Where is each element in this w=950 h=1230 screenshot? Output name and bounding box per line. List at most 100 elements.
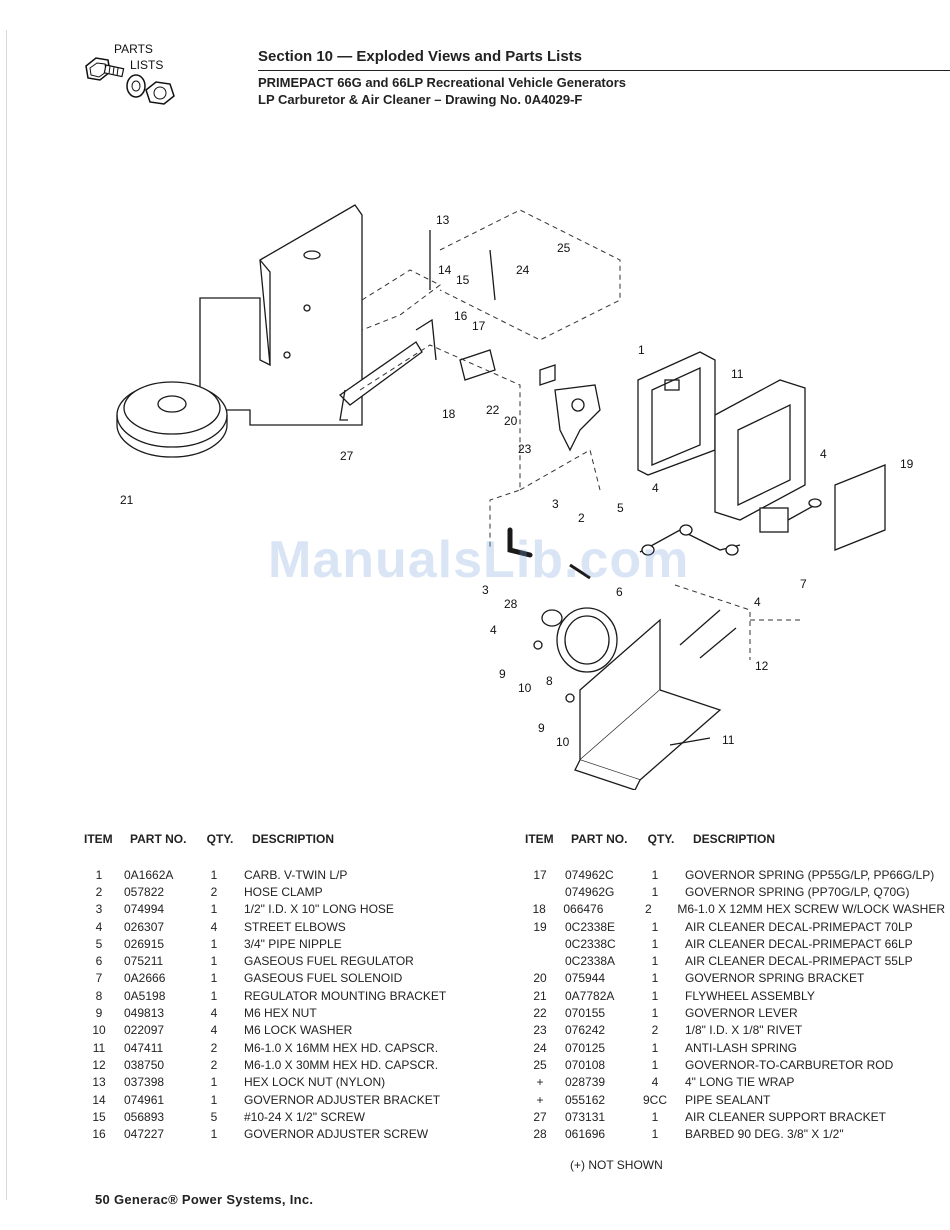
part-number-cell: 0A7782A xyxy=(565,988,615,1003)
item-cell: 5 xyxy=(95,936,103,951)
callout-3-top: 3 xyxy=(552,497,559,511)
item-cell: 8 xyxy=(95,988,103,1003)
table-row: 5 026915 1 3/4" PIPE NIPPLE xyxy=(84,935,514,952)
part-number-cell: 047227 xyxy=(124,1127,165,1142)
part-number-cell: 037398 xyxy=(124,1075,165,1090)
callout-11-low: 11 xyxy=(722,733,735,747)
diagram-callouts: 13 14 15 16 17 24 25 1 11 22 20 23 18 27… xyxy=(120,213,914,749)
header-description: DESCRIPTION xyxy=(252,832,335,846)
description-cell: 3/4" PIPE NIPPLE xyxy=(244,936,342,951)
watermark: ManualsLib.com xyxy=(268,531,690,589)
qty-cell: 4 xyxy=(210,1006,218,1021)
part-number-cell: 061696 xyxy=(565,1127,606,1142)
part-number-cell: 038750 xyxy=(124,1057,165,1072)
description-cell: REGULATOR MOUNTING BRACKET xyxy=(244,988,447,1003)
callout-9-top: 9 xyxy=(499,667,506,681)
qty-cell: 2 xyxy=(210,1040,218,1055)
description-cell: AIR CLEANER DECAL-PRIMEPACT 70LP xyxy=(685,919,913,934)
item-cell: 18 xyxy=(532,902,546,917)
item-cell: 1 xyxy=(95,867,103,882)
table-header: ITEM PART NO. QTY. DESCRIPTION xyxy=(525,832,945,848)
item-cell: 27 xyxy=(533,1109,547,1124)
description-cell: GASEOUS FUEL REGULATOR xyxy=(244,954,414,969)
qty-cell: 1 xyxy=(651,1006,659,1021)
qty-cell: 2 xyxy=(645,902,652,917)
part-number-cell: 0C2338C xyxy=(565,936,616,951)
callout-19: 19 xyxy=(900,457,914,471)
callout-15: 15 xyxy=(456,273,470,287)
callout-4-right: 4 xyxy=(754,595,761,609)
part-number-cell: 026915 xyxy=(124,936,165,951)
callout-5: 5 xyxy=(617,501,624,515)
logo-lists-text: LISTS xyxy=(130,58,164,72)
item-cell: 21 xyxy=(533,988,547,1003)
qty-cell: 1 xyxy=(210,936,218,951)
qty-cell: 2 xyxy=(210,884,218,899)
callout-10-low: 10 xyxy=(556,735,570,749)
header-part-no: PART NO. xyxy=(571,832,628,846)
qty-cell: 4 xyxy=(651,1075,659,1090)
description-cell: PIPE SEALANT xyxy=(685,1092,771,1107)
part-number-cell: 0A1662A xyxy=(124,867,174,882)
qty-cell: 4 xyxy=(210,919,218,934)
description-cell: M6-1.0 X 16MM HEX HD. CAPSCR. xyxy=(244,1040,439,1055)
qty-cell: 1 xyxy=(210,971,218,986)
callout-17: 17 xyxy=(472,319,486,333)
description-cell: AIR CLEANER DECAL-PRIMEPACT 55LP xyxy=(685,954,913,969)
part-number-cell: 074994 xyxy=(124,902,165,917)
callout-8: 8 xyxy=(546,674,553,688)
qty-cell: 9CC xyxy=(642,1092,667,1107)
part-number-cell: 074962G xyxy=(565,884,615,899)
item-cell: 14 xyxy=(92,1092,106,1107)
part-number-cell: 0A2666 xyxy=(124,971,166,986)
callout-10-top: 10 xyxy=(518,681,532,695)
description-cell: GOVERNOR LEVER xyxy=(685,1006,798,1021)
exploded-view-diagram: 13 14 15 16 17 24 25 1 11 22 20 23 18 27… xyxy=(100,190,930,790)
part-number-cell: 028739 xyxy=(565,1075,606,1090)
header-description: DESCRIPTION xyxy=(693,832,776,846)
part-number-cell: 0C2338E xyxy=(565,919,616,934)
part-number-cell: 066476 xyxy=(563,902,604,917)
part-number-cell: 073131 xyxy=(565,1109,606,1124)
callout-21: 21 xyxy=(120,493,134,507)
callout-18: 18 xyxy=(442,407,456,421)
item-cell: + xyxy=(536,1075,544,1090)
item-cell: 12 xyxy=(92,1057,106,1072)
callout-7: 7 xyxy=(800,577,807,591)
qty-cell: 1 xyxy=(651,954,659,969)
callout-16: 16 xyxy=(454,309,468,323)
item-cell: 6 xyxy=(95,954,103,969)
item-cell: 15 xyxy=(92,1109,106,1124)
item-cell: 7 xyxy=(95,971,103,986)
item-cell: 10 xyxy=(92,1023,106,1038)
qty-cell: 1 xyxy=(210,1092,218,1107)
header-qty: QTY. xyxy=(647,832,675,846)
item-cell: 28 xyxy=(533,1127,547,1142)
qty-cell: 1 xyxy=(651,1127,659,1142)
qty-cell: 1 xyxy=(651,936,659,951)
logo-parts-text: PARTS xyxy=(114,42,153,56)
description-cell: M6-1.0 X 12MM HEX SCREW W/LOCK WASHER xyxy=(677,902,945,917)
callout-27: 27 xyxy=(340,449,354,463)
description-cell: AIR CLEANER SUPPORT BRACKET xyxy=(685,1109,886,1124)
exploded-view-drawing: 13 14 15 16 17 24 25 1 11 22 20 23 18 27… xyxy=(116,204,914,790)
description-cell: GOVERNOR-TO-CARBURETOR ROD xyxy=(685,1057,894,1072)
